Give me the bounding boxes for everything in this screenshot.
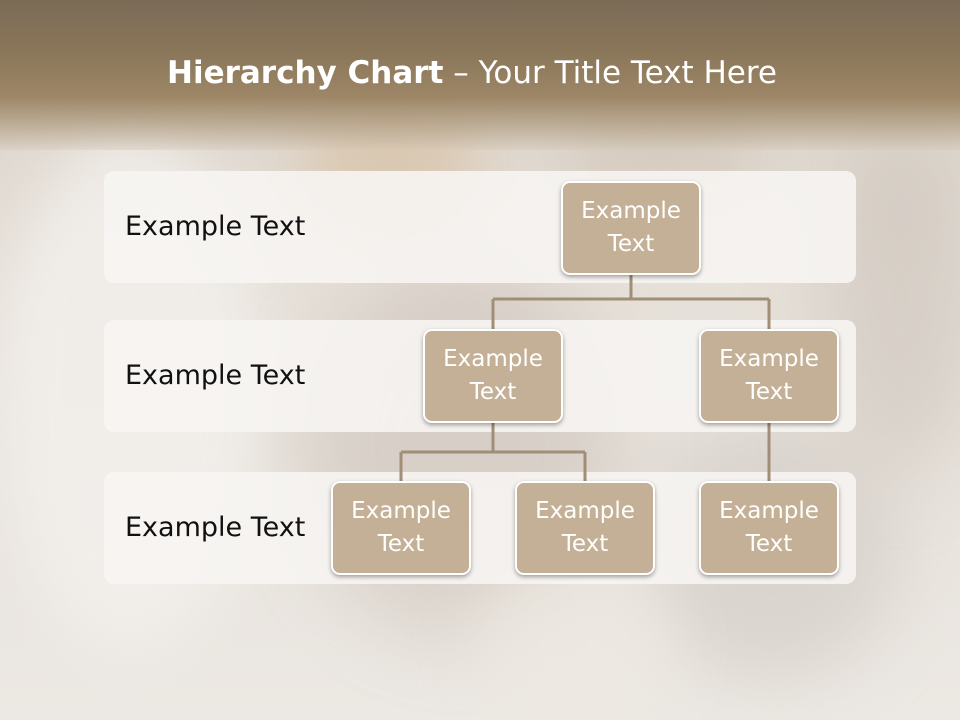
level-label-1: Example Text [125, 211, 306, 242]
slide-title-rest: – Your Title Text Here [443, 55, 777, 91]
org-node-level3-c[interactable]: Example Text [699, 481, 839, 575]
connector-root-to-level2 [491, 275, 771, 330]
org-node-level2-left[interactable]: Example Text [423, 329, 563, 423]
title-bar [0, 0, 960, 150]
slide-title-bold: Hierarchy Chart [167, 55, 444, 91]
slide-title: Hierarchy Chart – Your Title Text Here [0, 55, 944, 91]
level-label-2: Example Text [125, 360, 306, 391]
level-band-1: Example Text [104, 171, 856, 283]
org-node-level3-a[interactable]: Example Text [331, 481, 471, 575]
org-node-level3-b[interactable]: Example Text [515, 481, 655, 575]
level-label-3: Example Text [125, 512, 306, 543]
org-node-root[interactable]: Example Text [561, 181, 701, 275]
bg-blur-6 [470, 560, 670, 720]
org-node-level2-right[interactable]: Example Text [699, 329, 839, 423]
connector-left-to-level3 [399, 422, 587, 482]
